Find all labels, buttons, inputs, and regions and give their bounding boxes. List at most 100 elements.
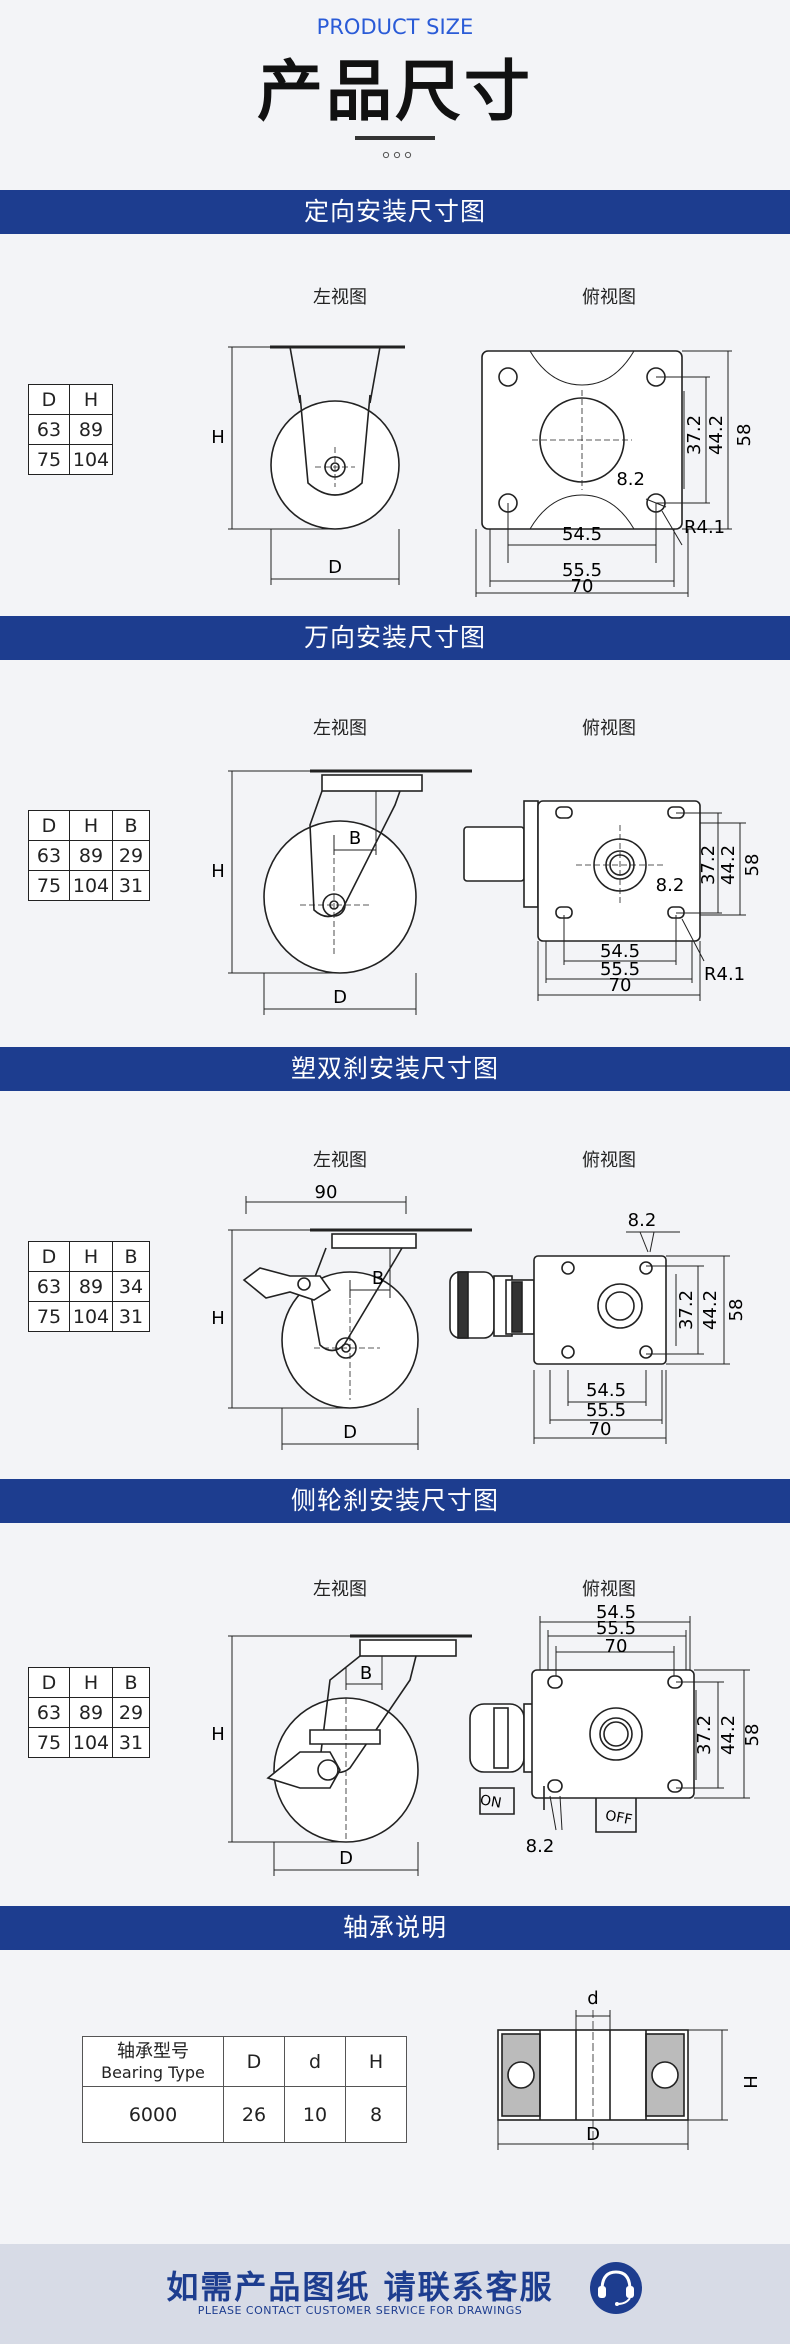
dim-55-5: 55.5 bbox=[596, 1618, 636, 1639]
dim-off: OFF bbox=[604, 1808, 633, 1828]
footer-banner bbox=[0, 2244, 790, 2344]
table-cell: 29 bbox=[112, 840, 150, 871]
dim-b: B bbox=[349, 828, 361, 849]
table-cell: 31 bbox=[112, 1301, 150, 1332]
dim-d: D bbox=[339, 1848, 353, 1869]
dim-8-2: 8.2 bbox=[616, 469, 645, 490]
table-cell: 63 bbox=[28, 1271, 70, 1302]
table-cell: 63 bbox=[28, 1697, 70, 1728]
dim-54-5: 54.5 bbox=[562, 524, 602, 545]
top-view-label: 俯视图 bbox=[582, 1579, 636, 1600]
table-header: H bbox=[69, 384, 113, 415]
top-view-label: 俯视图 bbox=[582, 287, 636, 308]
section-title-swivel: 万向安装尺寸图 bbox=[0, 616, 790, 660]
top-view-drawing-side-brake: 54.5 55.5 70 37.2 44.2 58 ON OFF 8.2 bbox=[469, 1602, 763, 1857]
dim-58: 58 bbox=[734, 424, 755, 447]
table-cell: 75 bbox=[28, 1727, 70, 1758]
left-view-drawing-fixed: H D bbox=[211, 345, 405, 585]
table-header: d bbox=[284, 2036, 346, 2087]
dim-h: H bbox=[211, 427, 225, 448]
dim-37-2: 37.2 bbox=[684, 415, 705, 455]
table-cell: 89 bbox=[69, 1271, 113, 1302]
top-view-drawing-fixed: 37.2 44.2 58 8.2 54.5 55.5 70 R4.1 bbox=[475, 350, 755, 597]
table-header: D bbox=[28, 810, 70, 841]
dim-58: 58 bbox=[742, 854, 763, 877]
table-cell: 75 bbox=[28, 444, 70, 475]
table-header: D bbox=[28, 1241, 70, 1272]
table-cell: 104 bbox=[69, 444, 113, 475]
section-title-side-brake: 侧轮刹安装尺寸图 bbox=[0, 1479, 790, 1523]
customer-service-icon[interactable] bbox=[586, 2258, 646, 2318]
dim-8-2: 8.2 bbox=[628, 1210, 657, 1231]
table-cell: 104 bbox=[69, 870, 113, 901]
left-view-label: 左视图 bbox=[313, 1150, 367, 1171]
dim-h: H bbox=[211, 1724, 225, 1745]
title-dots bbox=[372, 150, 422, 160]
left-view-label: 左视图 bbox=[313, 1579, 367, 1600]
left-view-label: 左视图 bbox=[313, 287, 367, 308]
dim-b: B bbox=[360, 1663, 372, 1684]
dim-90: 90 bbox=[315, 1182, 338, 1203]
dim-54-5: 54.5 bbox=[600, 941, 640, 962]
table-cell: 34 bbox=[112, 1271, 150, 1302]
table-header: D bbox=[28, 1667, 70, 1698]
dim-h: H bbox=[211, 861, 225, 882]
table-cell: 10 bbox=[284, 2086, 346, 2143]
dim-h: H bbox=[211, 1308, 225, 1329]
dim-55-5: 55.5 bbox=[586, 1400, 626, 1421]
title-underline bbox=[355, 136, 435, 140]
dim-b: B bbox=[372, 1268, 384, 1289]
dim-r4-1: R4.1 bbox=[684, 517, 725, 538]
bearing-type-label-cn: 轴承型号 bbox=[117, 2040, 189, 2062]
table-header: H bbox=[345, 2036, 407, 2087]
table-header: D bbox=[223, 2036, 285, 2087]
page-title: 产品尺寸 bbox=[257, 53, 533, 130]
dim-d: D bbox=[333, 987, 347, 1008]
table-cell: 31 bbox=[112, 1727, 150, 1758]
dim-44-2: 44.2 bbox=[718, 1715, 739, 1755]
dim-70: 70 bbox=[589, 1419, 612, 1440]
table-cell: 89 bbox=[69, 1697, 113, 1728]
section-title-fixed: 定向安装尺寸图 bbox=[0, 190, 790, 234]
dim-37-2: 37.2 bbox=[694, 1715, 715, 1755]
table-header: B bbox=[112, 810, 150, 841]
table-cell: 63 bbox=[28, 414, 70, 445]
bearing-dim-big-d: D bbox=[586, 2124, 600, 2145]
left-view-drawing-double-brake: 90 B H D bbox=[211, 1182, 472, 1450]
left-view-drawing-side-brake: B H D bbox=[211, 1634, 472, 1876]
table-header: D bbox=[28, 384, 70, 415]
dim-d: D bbox=[343, 1422, 357, 1443]
dim-44-2: 44.2 bbox=[700, 1290, 721, 1330]
bearing-dim-h: H bbox=[739, 2075, 760, 2089]
table-cell: 104 bbox=[69, 1727, 113, 1758]
bearing-diagram: d H D bbox=[497, 1988, 760, 2150]
dim-54-5: 54.5 bbox=[586, 1380, 626, 1401]
section-title-double-brake: 塑双刹安装尺寸图 bbox=[0, 1047, 790, 1091]
table-cell: 8 bbox=[345, 2086, 407, 2143]
table-cell: 75 bbox=[28, 870, 70, 901]
footer-sub-text: PLEASE CONTACT CUSTOMER SERVICE FOR DRAW… bbox=[197, 2304, 523, 2317]
table-cell: 6000 bbox=[82, 2086, 224, 2143]
left-view-label: 左视图 bbox=[313, 718, 367, 739]
dim-55-5: 55.5 bbox=[562, 560, 602, 581]
dim-8-2: 8.2 bbox=[526, 1836, 555, 1857]
dim-58: 58 bbox=[742, 1724, 763, 1747]
left-view-drawing-swivel: B H D bbox=[211, 769, 472, 1015]
table-cell: 26 bbox=[223, 2086, 285, 2143]
top-view-drawing-swivel: 37.2 44.2 58 8.2 54.5 55.5 70 R4.1 bbox=[463, 800, 763, 1001]
dim-on: ON bbox=[479, 1792, 503, 1811]
top-view-label: 俯视图 bbox=[582, 1150, 636, 1171]
bearing-dim-d: d bbox=[587, 1988, 598, 2009]
dim-8-2: 8.2 bbox=[656, 875, 685, 896]
table-cell: 29 bbox=[112, 1697, 150, 1728]
dim-r4-1: R4.1 bbox=[704, 964, 745, 985]
table-cell: 89 bbox=[69, 414, 113, 445]
dim-70: 70 bbox=[609, 975, 632, 996]
table-cell: 104 bbox=[69, 1301, 113, 1332]
top-view-drawing-double-brake: 8.2 37.2 44.2 58 54.5 55.5 70 bbox=[449, 1210, 747, 1444]
